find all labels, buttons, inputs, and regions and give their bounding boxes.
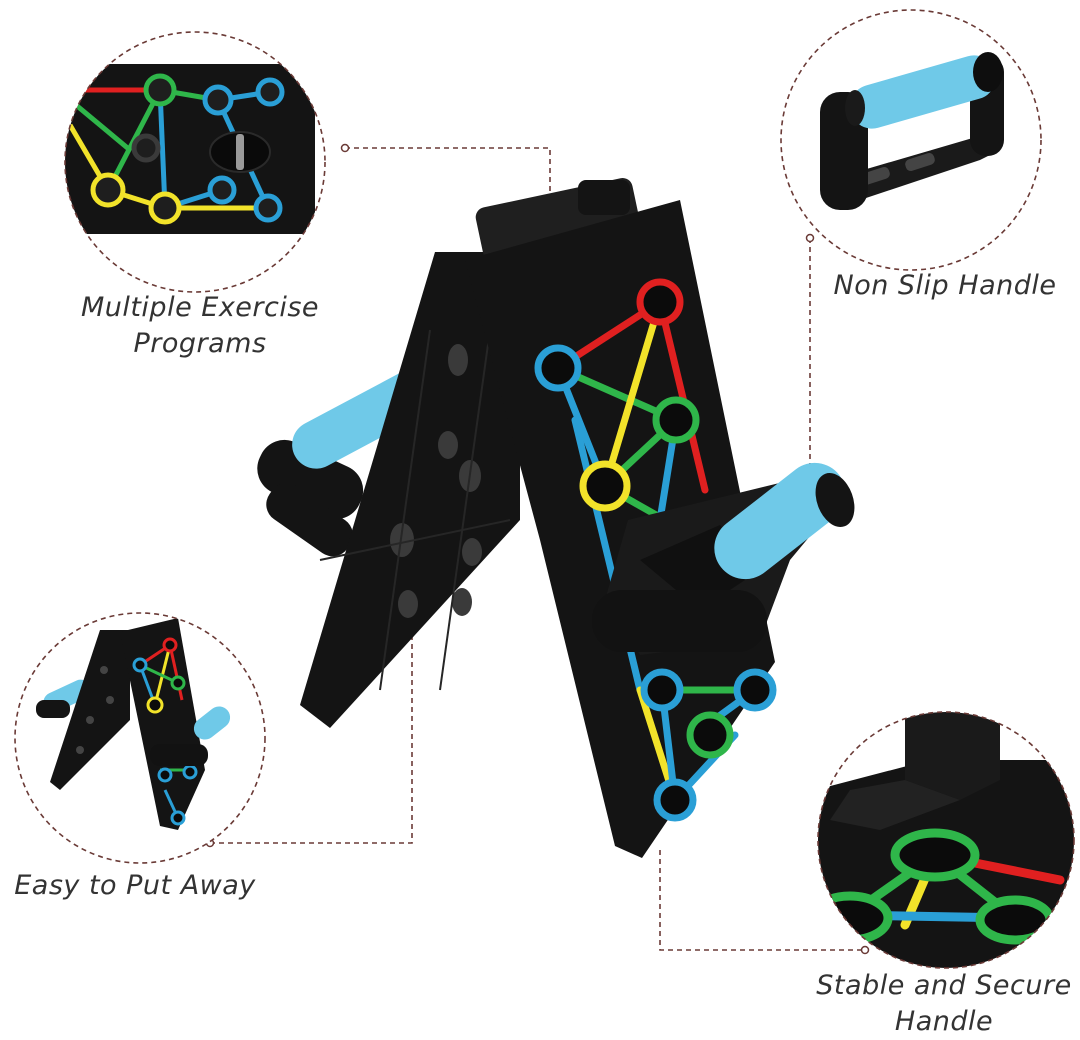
- detail-circle-put-away: [14, 612, 266, 864]
- caption-non-slip-handle: Non Slip Handle: [833, 270, 1057, 301]
- detail-circle-handle: [780, 9, 1042, 271]
- caption-programs-line2: Programs: [133, 328, 267, 359]
- caption-stable-line1: Stable and Secure: [816, 970, 1072, 1001]
- leader-dot-programs: [340, 143, 350, 153]
- caption-programs-line1: Multiple Exercise: [80, 292, 320, 323]
- caption-multiple-exercise-programs: Multiple Exercise Programs: [60, 290, 340, 362]
- caption-stable-line2: Handle: [894, 1006, 994, 1037]
- leader-dot-stable: [860, 945, 870, 955]
- leader-line-away: [210, 590, 413, 844]
- back-panel-holes: [390, 344, 482, 618]
- pushup-board-folded: [257, 178, 855, 858]
- caption-stable-secure-handle: Stable and Secure Handle: [808, 968, 1080, 1040]
- front-handle: [592, 462, 855, 655]
- detail-circle-stable-handle: [817, 711, 1075, 969]
- leader-line-stable: [659, 850, 865, 951]
- front-panel-holes: [534, 278, 777, 822]
- caption-easy-to-put-away: Easy to Put Away: [14, 870, 256, 901]
- leader-lines: [210, 147, 865, 951]
- leader-line-programs: [345, 147, 551, 210]
- detail-circle-programs: [64, 31, 326, 293]
- leader-dot-handle: [805, 233, 815, 243]
